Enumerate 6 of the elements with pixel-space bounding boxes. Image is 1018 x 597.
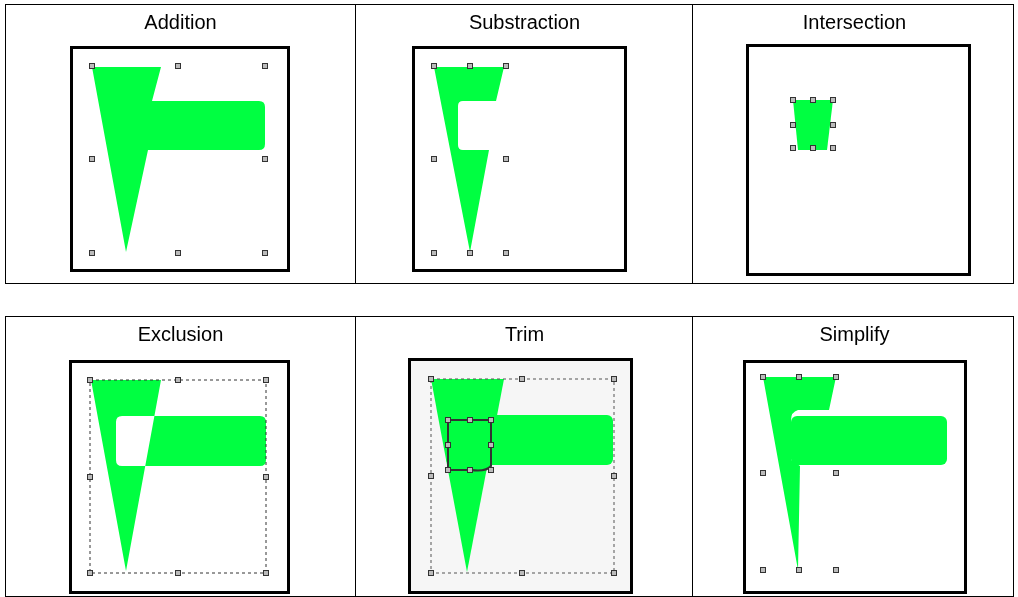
- column-heading: Substraction: [468, 11, 581, 34]
- column-heading: Intersection: [802, 11, 907, 34]
- column-heading: Trim: [504, 323, 545, 346]
- column-heading: Addition: [144, 11, 217, 34]
- column-heading: Exclusion: [137, 323, 224, 346]
- column-heading: Simplify: [819, 323, 890, 346]
